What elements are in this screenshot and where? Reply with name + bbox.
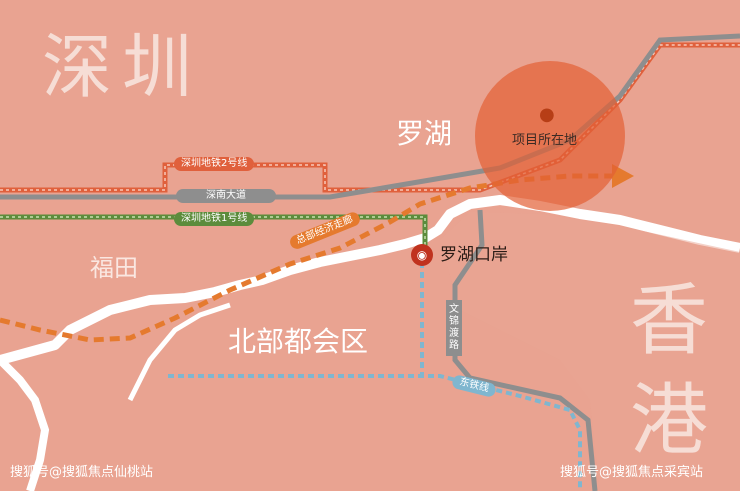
- district-north-metro: 北部都会区: [228, 325, 369, 358]
- district-luohu: 罗湖: [396, 117, 453, 150]
- watermark-left: 搜狐号@搜狐焦点仙桃站: [10, 465, 154, 480]
- region-shenzhen: 深圳: [42, 26, 202, 108]
- river-north-branch: [127, 302, 231, 402]
- wenjin-label: 文锦渡路: [446, 300, 462, 356]
- corridor-arrow-icon: [612, 164, 634, 188]
- shennan-label: 深南大道: [176, 189, 276, 203]
- region-hongkong-2: 港: [630, 376, 709, 466]
- metro1-label: 深圳地铁1号线: [174, 212, 255, 226]
- river: [0, 195, 740, 365]
- district-futian: 福田: [90, 254, 138, 282]
- region-hongkong-1: 香: [630, 276, 709, 366]
- metro2-label: 深圳地铁2号线: [174, 157, 255, 171]
- river-south-branch: [0, 357, 50, 491]
- wenjin-road: [452, 209, 598, 491]
- railway-station-icon[interactable]: ◉: [411, 244, 433, 266]
- project-highlight-circle: [475, 61, 625, 211]
- watermark-right: 搜狐号@搜狐焦点采宾站: [560, 465, 704, 480]
- project-label: 项目所在地: [512, 133, 578, 148]
- hongkong-area: [440, 212, 740, 491]
- port-label: 罗湖口岸: [440, 245, 508, 265]
- east-rail-line: [168, 374, 582, 491]
- location-pin-icon[interactable]: ●: [539, 104, 555, 125]
